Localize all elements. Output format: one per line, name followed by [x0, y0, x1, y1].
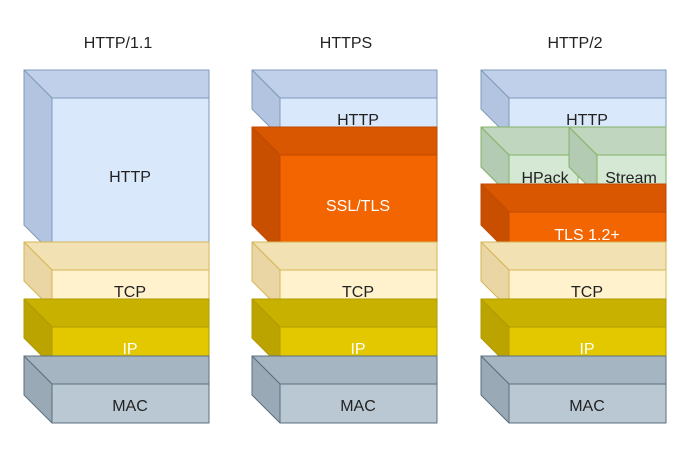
stack-http2: HTTP HPack Stream TLS 1.2+ TCP IP MAC — [480, 69, 667, 424]
label-hpack: HPack — [521, 170, 569, 187]
block-top-face — [251, 69, 438, 99]
block-top-face — [251, 126, 438, 156]
block-front-face — [51, 383, 210, 424]
block-top-face — [23, 241, 210, 271]
label-stream: Stream — [605, 170, 657, 187]
stack-title-http11: HTTP/1.1 — [84, 35, 153, 52]
layer-ssl-tls — [251, 126, 438, 254]
block-top-face — [480, 355, 667, 385]
stack-http11: HTTP TCP IP MAC — [23, 69, 210, 424]
label-tls: TLS 1.2+ — [554, 227, 619, 244]
label-ip: IP — [579, 341, 594, 358]
label-mac: MAC — [569, 398, 605, 415]
label-tcp: TCP — [342, 284, 374, 301]
block-top-face — [480, 298, 667, 328]
block-top-face — [251, 298, 438, 328]
layer-mac — [480, 355, 667, 424]
label-tcp: TCP — [114, 284, 146, 301]
block-side-face — [23, 69, 53, 254]
block-top-face — [23, 69, 210, 99]
label-mac: MAC — [112, 398, 148, 415]
layer-mac — [251, 355, 438, 424]
block-top-face — [23, 355, 210, 385]
block-top-face — [251, 355, 438, 385]
block-top-face — [251, 241, 438, 271]
label-ip: IP — [122, 341, 137, 358]
label-http: HTTP — [337, 112, 379, 129]
stack-https: HTTP SSL/TLS TCP IP MAC — [251, 69, 438, 424]
block-top-face — [480, 69, 667, 99]
block-front-face — [279, 383, 438, 424]
label-mac: MAC — [340, 398, 376, 415]
layer-mac — [23, 355, 210, 424]
stack-title-http2: HTTP/2 — [547, 35, 602, 52]
label-ip: IP — [350, 341, 365, 358]
block-top-face — [480, 183, 667, 213]
stack-title-https: HTTPS — [320, 35, 372, 52]
label-ssl-tls: SSL/TLS — [326, 198, 390, 215]
block-top-face — [480, 241, 667, 271]
label-http: HTTP — [566, 112, 608, 129]
layer-http — [23, 69, 210, 254]
label-tcp: TCP — [571, 284, 603, 301]
block-top-face — [23, 298, 210, 328]
block-front-face — [508, 383, 667, 424]
label-http: HTTP — [109, 169, 151, 186]
